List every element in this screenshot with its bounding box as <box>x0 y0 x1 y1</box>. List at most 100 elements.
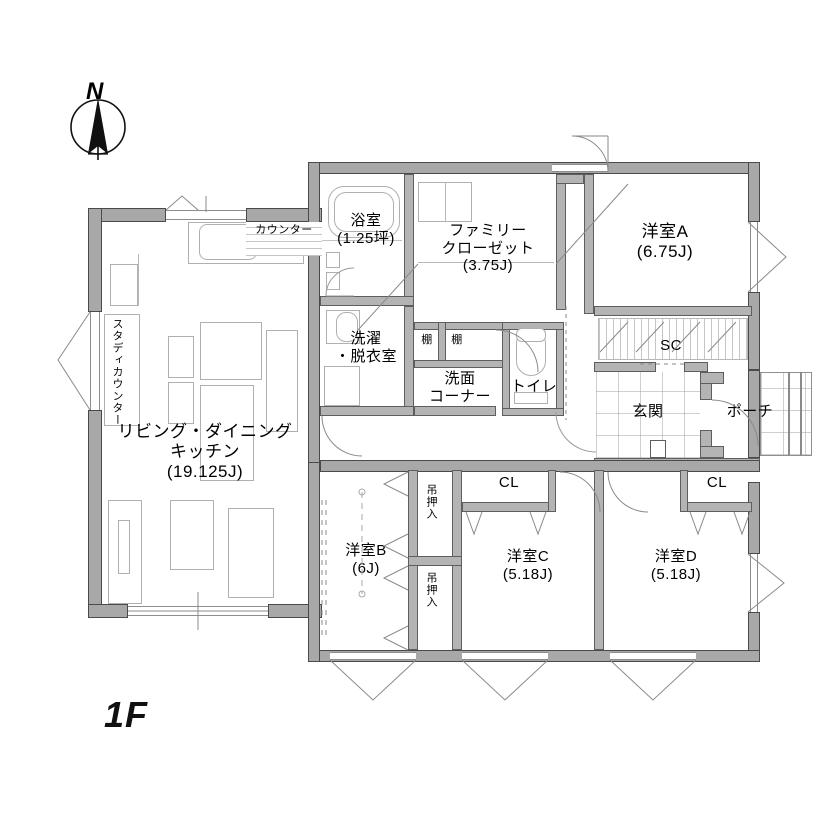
label-shelf1-name: 棚 <box>421 334 433 346</box>
wall-ldk-bottom-left <box>88 604 128 618</box>
label-roomB-name: 洋室B <box>345 542 387 559</box>
door-swing-roomD-icon <box>607 471 649 513</box>
awning-roomD-icon <box>609 659 697 701</box>
label-family-closet: ファミリー クローゼット (3.75J) <box>414 222 562 275</box>
toilet-paper-holder <box>514 392 548 404</box>
wall-roomA-bottom <box>594 306 752 316</box>
label-cl-roomd: CL <box>692 474 742 492</box>
window-ldk-bottom-slider[interactable] <box>128 606 268 616</box>
wall-cl-c-right <box>548 470 556 512</box>
label-bath: 浴室 (1.25坪) <box>320 212 412 247</box>
bathtub-inner <box>334 192 394 232</box>
wall-sc-bottom-right <box>684 362 708 372</box>
label-roomD-area: (5.18J) <box>650 565 702 583</box>
label-hang2-name: 吊押入 <box>424 572 437 608</box>
wall-west-main-lower <box>308 462 320 662</box>
wall-east-mid <box>748 292 760 370</box>
wall-cl-c-bottom <box>462 502 556 512</box>
fold-door-clc-1-icon <box>465 511 483 536</box>
bay-window-ldk-icon <box>57 311 91 411</box>
label-familycl-line1: ファミリー <box>449 222 527 239</box>
window-roomD-bay-east[interactable] <box>750 554 758 612</box>
window-north-roomA[interactable] <box>552 164 608 172</box>
label-clc-name: CL <box>498 474 520 491</box>
wall-ldk-left-upper <box>88 208 102 312</box>
label-ldk-area: (19.125J) <box>166 462 244 482</box>
label-shelf-1: 棚 <box>418 334 436 347</box>
wall-cl-d-left <box>680 470 688 512</box>
label-roomC-area: (5.18J) <box>502 565 554 583</box>
label-counter: カウンター <box>249 224 319 237</box>
north-arrow-icon <box>70 98 126 160</box>
ldk-chair-2 <box>168 382 194 424</box>
wall-shelf-top <box>414 322 510 330</box>
window-roomD-south[interactable] <box>610 652 696 660</box>
label-washstand-line1: 洗面 <box>444 370 476 387</box>
kitchen-stove <box>110 264 138 306</box>
label-porch: ポーチ <box>708 403 792 421</box>
ldk-tv <box>118 520 130 574</box>
ldk-coffee-table <box>170 500 214 570</box>
awning-roomC-icon <box>461 659 549 701</box>
wall-genkan-notch-bottom <box>700 446 724 458</box>
label-sc-name: SC <box>660 337 682 354</box>
label-genkan-name: 玄関 <box>632 403 664 420</box>
ldk-chair-1 <box>168 336 194 378</box>
toilet-tank <box>516 328 546 342</box>
label-bath-area: (1.25坪) <box>337 229 395 247</box>
label-washstand: 洗面 コーナー <box>414 370 506 405</box>
kitchen-counter-strip <box>138 254 188 306</box>
study-counter-surface <box>104 314 140 426</box>
wall-west-main-upper <box>308 162 320 470</box>
label-counter-name: カウンター <box>255 224 313 236</box>
familycl-shelf-divider <box>445 182 446 222</box>
porch-floor <box>760 372 812 456</box>
window-roomA-bay-east[interactable] <box>750 222 758 292</box>
window-roomB-south[interactable] <box>330 652 416 660</box>
label-room-a: 洋室A (6.75J) <box>600 222 730 262</box>
floor-label: 1F <box>104 694 149 735</box>
window-roomC-south[interactable] <box>462 652 548 660</box>
wall-genkan-notch-top <box>700 372 724 384</box>
label-roomA-name: 洋室A <box>641 222 689 241</box>
window-ldk-bay-left[interactable] <box>90 312 100 410</box>
wall-ldk-top-right <box>246 208 322 222</box>
ldk-sofa-lower <box>228 508 274 598</box>
label-washstand-line2: コーナー <box>428 387 491 405</box>
fold-door-clc-2-icon <box>529 511 547 536</box>
label-laundry-line2: ・脱衣室 <box>334 347 397 365</box>
counter-hatch <box>246 222 322 256</box>
wash-basin <box>336 312 358 342</box>
laundry-cabinet <box>324 366 360 406</box>
label-shelf-2: 棚 <box>448 334 466 347</box>
genkan-step <box>650 440 666 458</box>
window-ldk-top-awning-icon <box>165 195 199 211</box>
porch-step-line-1 <box>788 372 790 456</box>
label-laundry-line1: 洗濯 <box>350 330 382 347</box>
door-swing-laundry-icon <box>321 415 363 457</box>
label-porch-name: ポーチ <box>726 403 774 420</box>
window-ldk-top[interactable] <box>166 210 246 220</box>
label-hanging-closet-1: 吊押入 <box>424 484 437 520</box>
label-roomA-area: (6.75J) <box>636 242 694 262</box>
fold-door-hang1-top-icon <box>382 471 409 497</box>
genkan-floor <box>596 372 700 458</box>
label-roomC-name: 洋室C <box>506 548 550 565</box>
wall-laundry-bottom <box>320 406 414 416</box>
label-ldk-line1: リビング・ダイニング <box>117 422 293 441</box>
label-cl-roomc: CL <box>476 474 542 492</box>
label-familycl-area: (3.75J) <box>462 257 514 275</box>
label-bath-name: 浴室 <box>350 212 382 229</box>
wall-cl-d-bottom <box>680 502 752 512</box>
door-swing-toilet-icon <box>555 411 597 453</box>
label-study-counter: スタディカウンター <box>110 318 123 426</box>
label-toilet: トイレ <box>504 378 564 396</box>
label-shelf2-name: 棚 <box>451 334 463 346</box>
wall-bath-bottom <box>320 296 414 306</box>
compass-north-label: N <box>86 78 104 105</box>
familycl-hanging-rod <box>418 262 554 263</box>
label-study-counter-name: スタディカウンター <box>110 318 123 426</box>
wall-washstand-bottom <box>414 406 496 416</box>
label-familycl-line2: クローゼット <box>441 239 535 257</box>
